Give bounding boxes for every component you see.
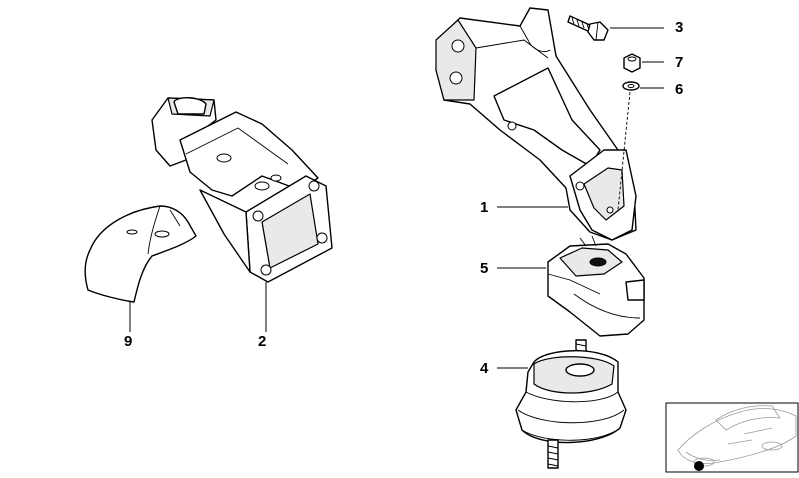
callout-6: 6 — [675, 81, 684, 98]
engine-support-arm-part-1[interactable] — [435, 7, 637, 241]
car-thumbnail-icon — [677, 405, 797, 467]
vehicle-thumbnail — [665, 402, 799, 473]
callout-9: 9 — [124, 333, 133, 350]
callout-5: 5 — [480, 260, 489, 277]
washer-part-6[interactable] — [622, 81, 640, 91]
callout-3: 3 — [675, 19, 684, 36]
engine-mount-part-4[interactable] — [515, 339, 627, 469]
callout-1: 1 — [480, 199, 489, 216]
rubber-pad-part-5[interactable] — [547, 235, 645, 337]
leader-lines — [129, 27, 664, 369]
location-dot-icon — [694, 461, 704, 471]
callout-4: 4 — [480, 360, 489, 377]
callout-2: 2 — [258, 333, 267, 350]
nut-part-7[interactable] — [623, 53, 641, 73]
heat-shield-part-9[interactable] — [84, 205, 197, 303]
bracket-part-2[interactable] — [151, 97, 333, 283]
callout-7: 7 — [675, 54, 684, 71]
bolt-part-3[interactable] — [567, 15, 609, 41]
